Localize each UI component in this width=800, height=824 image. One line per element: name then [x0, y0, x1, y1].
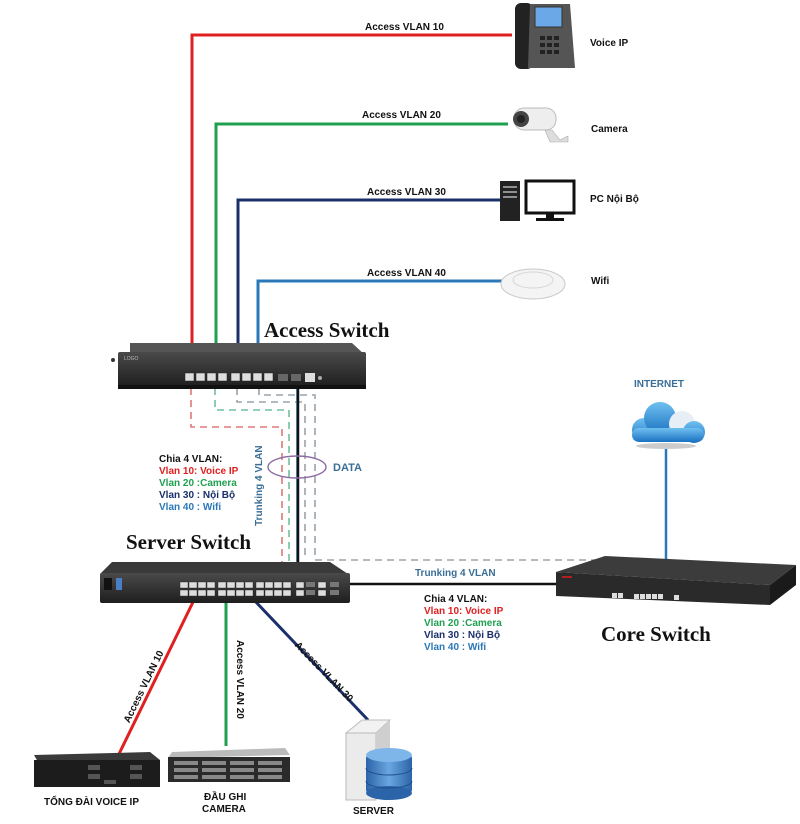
access-vlan10-label: Access VLAN 10	[365, 22, 444, 33]
access-vlan10-link	[190, 33, 512, 372]
access-vlan30-label: Access VLAN 30	[367, 187, 446, 198]
nvr-label-line2: CAMERA	[202, 804, 246, 815]
wifi-label: Wifi	[591, 276, 610, 287]
legend-item-vlan10: Vlan 10: Voice IP	[424, 606, 504, 617]
legend-item-vlan30: Vlan 30 : Nội Bộ	[159, 490, 236, 501]
wifi-ap-icon	[500, 268, 566, 300]
pbx-label: TỔNG ĐÀI VOICE IP	[44, 797, 140, 808]
trunk-horizontal-label: Trunking 4 VLAN	[415, 568, 496, 579]
access-vlan20-label: Access VLAN 20	[362, 110, 441, 121]
legend-item-vlan20: Vlan 20 :Camera	[159, 478, 237, 489]
access-vlan30-link	[236, 198, 500, 372]
data-label: DATA	[333, 462, 362, 474]
pbx-icon	[34, 752, 160, 787]
access-vlan20-link	[214, 122, 508, 372]
legend-item-vlan40: Vlan 40 : Wifi	[159, 502, 222, 513]
trunk-vertical-label: Trunking 4 VLAN	[254, 445, 265, 526]
svg-text:LOGO: LOGO	[124, 356, 139, 362]
camera-label: Camera	[591, 124, 628, 135]
decor-dot	[111, 358, 115, 362]
legend-item-vlan30: Vlan 30 : Nội Bộ	[424, 630, 501, 641]
legend-item-vlan40: Vlan 40 : Wifi	[424, 642, 487, 653]
server-label: SERVER	[353, 806, 394, 817]
access-switch-device[interactable]: LOGO	[118, 343, 366, 389]
dashed-vlan-paths	[190, 388, 598, 578]
core-switch-device[interactable]	[556, 556, 796, 605]
legend-title: Chia 4 VLAN:	[159, 454, 223, 465]
down-vlan20-label: Access VLAN 20	[234, 640, 245, 719]
core-switch-title: Core Switch	[601, 622, 711, 646]
camera-icon	[513, 107, 569, 143]
down-vlan30-link	[252, 598, 370, 722]
internet-label: INTERNET	[634, 379, 684, 390]
data-ellipse	[267, 455, 327, 479]
server-switch-title: Server Switch	[126, 530, 252, 554]
pc-icon	[500, 179, 576, 221]
vlan-legend-left: Chia 4 VLAN: Vlan 10: Voice IP Vlan 20 :…	[159, 454, 238, 514]
voice-ip-label: Voice IP	[590, 38, 629, 49]
nvr-icon	[168, 748, 290, 782]
internet-cloud-icon	[632, 402, 705, 449]
legend-item-vlan20: Vlan 20 :Camera	[424, 618, 502, 629]
vlan-legend-right: Chia 4 VLAN: Vlan 10: Voice IP Vlan 20 :…	[424, 594, 503, 654]
access-vlan40-label: Access VLAN 40	[367, 268, 446, 279]
server-switch-device[interactable]	[100, 562, 350, 603]
pc-label: PC Nội Bộ	[590, 194, 639, 205]
nvr-label-line1: ĐẦU GHI	[204, 792, 247, 803]
access-switch-title: Access Switch	[264, 318, 390, 342]
access-vlan40-link	[256, 279, 502, 372]
legend-item-vlan10: Vlan 10: Voice IP	[159, 466, 239, 477]
server-icon	[344, 719, 413, 801]
down-vlan10-link	[116, 599, 196, 757]
legend-title: Chia 4 VLAN:	[424, 594, 488, 605]
ip-phone-icon	[515, 3, 575, 69]
